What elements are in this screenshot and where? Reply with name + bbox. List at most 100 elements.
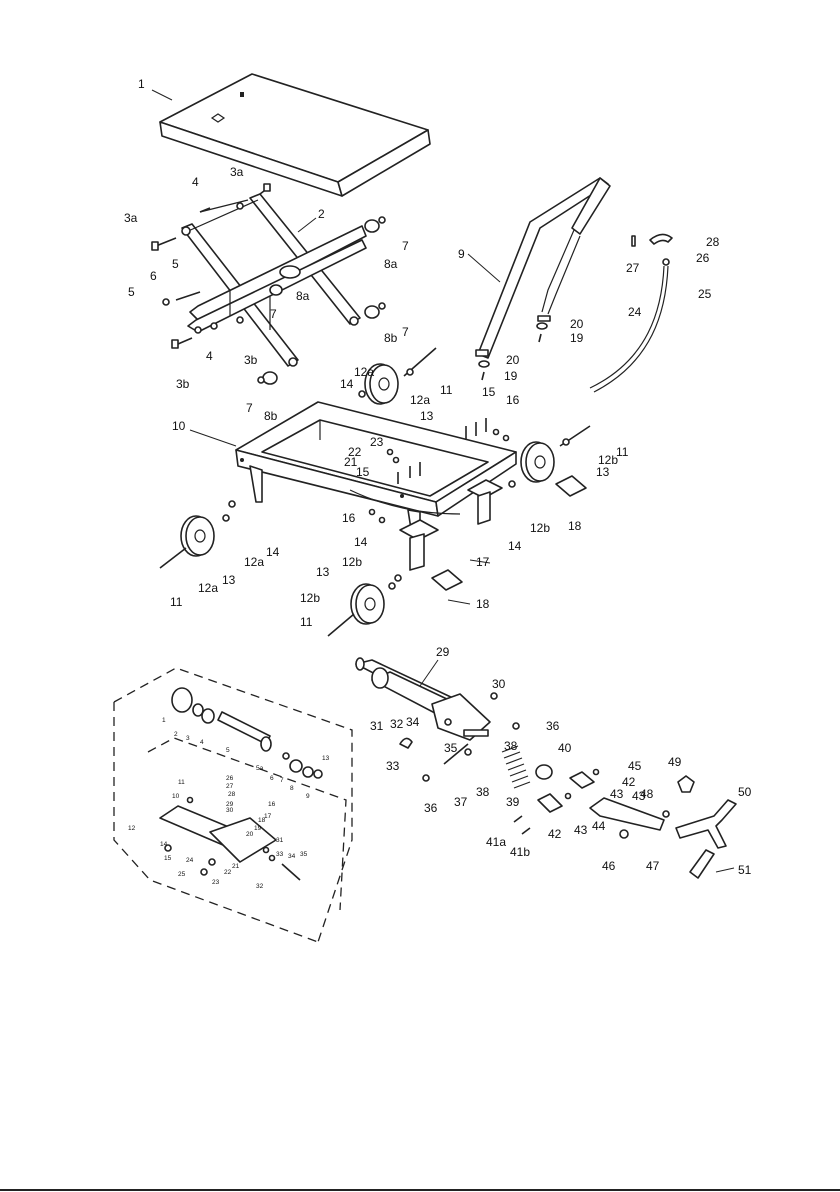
callout-41a: 41a <box>486 835 506 849</box>
callout-46: 46 <box>602 859 616 873</box>
inset-callout-19: 19 <box>254 825 262 832</box>
callout-36: 36 <box>546 719 560 733</box>
callout-38: 38 <box>476 785 490 799</box>
callout-39: 39 <box>506 795 520 809</box>
callout-19: 19 <box>570 331 584 345</box>
callout-48: 48 <box>640 787 654 801</box>
inset-callout-23: 23 <box>212 879 220 886</box>
callout-42: 42 <box>548 827 562 841</box>
callout-49: 49 <box>668 755 682 769</box>
callout-11: 11 <box>300 615 313 629</box>
callout-14: 14 <box>354 535 368 549</box>
callout-14: 14 <box>508 539 522 553</box>
callout-6: 6 <box>150 269 157 283</box>
callout-7: 7 <box>402 239 409 253</box>
inset-callout-34: 34 <box>288 853 296 860</box>
callout-36: 36 <box>424 801 438 815</box>
inset-callout-labels: 1 2 3 4 5 5a 6 7 8 9 10 11 12 13 14 15 1… <box>128 717 330 890</box>
callout-24: 24 <box>628 305 642 319</box>
inset-callout-16: 16 <box>268 801 276 808</box>
callout-26: 26 <box>696 251 710 265</box>
release-cable <box>589 233 673 393</box>
callout-23: 23 <box>370 435 384 449</box>
inset-callout-35: 35 <box>300 851 308 858</box>
inset-callout-11: 11 <box>178 779 185 786</box>
inset-callout-20: 20 <box>246 831 254 838</box>
callout-44: 44 <box>592 819 606 833</box>
callout-13: 13 <box>316 565 330 579</box>
base-frame <box>235 401 517 549</box>
callout-29: 29 <box>436 645 450 659</box>
callout-41b: 41b <box>510 845 530 859</box>
wheel-front-right <box>327 574 402 637</box>
inset-callout-7: 7 <box>280 777 284 784</box>
wheels-group <box>159 347 591 637</box>
inset-callout-33: 33 <box>276 851 284 858</box>
callout-5: 5 <box>128 285 135 299</box>
wheel-back-left <box>358 347 437 405</box>
inset-callout-18: 18 <box>258 817 266 824</box>
callout-40: 40 <box>558 741 572 755</box>
callout-3b: 3b <box>244 353 258 367</box>
callout-4: 4 <box>206 349 213 363</box>
inset-callout-30: 30 <box>226 807 234 814</box>
callout-51: 51 <box>738 863 752 877</box>
callout-5: 5 <box>172 257 179 271</box>
callout-37: 37 <box>454 795 468 809</box>
callout-13: 13 <box>596 465 610 479</box>
inset-callout-14: 14 <box>160 841 168 848</box>
callout-25: 25 <box>698 287 712 301</box>
inset-callout-25: 25 <box>178 871 186 878</box>
callout-16: 16 <box>506 393 520 407</box>
callout-30: 30 <box>492 677 506 691</box>
inset-callout-27: 27 <box>226 783 234 790</box>
callout-16: 16 <box>342 511 356 525</box>
callout-12b: 12b <box>530 521 550 535</box>
callout-10: 10 <box>172 419 186 433</box>
inset-callout-1: 1 <box>162 717 166 724</box>
frame-bolts <box>368 418 510 524</box>
detail-inset-box <box>113 667 353 943</box>
callout-35: 35 <box>444 741 458 755</box>
callout-11: 11 <box>440 383 453 397</box>
callout-43: 43 <box>632 789 646 803</box>
callout-9: 9 <box>458 247 465 261</box>
callout-47: 47 <box>646 859 660 873</box>
callout-45: 45 <box>628 759 642 773</box>
callout-42: 42 <box>622 775 636 789</box>
inset-callout-3: 3 <box>186 735 190 742</box>
callout-32: 32 <box>390 717 404 731</box>
callout-8b: 8b <box>384 331 398 345</box>
callout-14: 14 <box>340 377 354 391</box>
wheel-back-right <box>508 425 591 488</box>
callout-15: 15 <box>482 385 496 399</box>
callout-2: 2 <box>318 207 325 221</box>
inset-callout-5a: 5a <box>256 765 264 772</box>
callout-43: 43 <box>574 823 588 837</box>
inset-callout-9: 9 <box>306 793 310 800</box>
callout-17: 17 <box>476 555 490 569</box>
inset-callout-32: 32 <box>256 883 264 890</box>
inset-callout-28: 28 <box>228 791 236 798</box>
inset-callout-5: 5 <box>226 747 230 754</box>
pump-small-parts <box>399 692 553 789</box>
inset-callout-24: 24 <box>186 857 194 864</box>
caster-brackets <box>399 475 587 591</box>
callout-20: 20 <box>506 353 520 367</box>
inset-callout-21: 21 <box>232 863 240 870</box>
table-top-part <box>159 73 431 197</box>
callout-8a: 8a <box>296 289 310 303</box>
callout-31: 31 <box>370 719 384 733</box>
callout-3a: 3a <box>124 211 138 225</box>
callout-38: 38 <box>504 739 518 753</box>
scissor-small-parts <box>151 183 386 385</box>
callout-33: 33 <box>386 759 400 773</box>
wheel-front-left <box>159 500 236 569</box>
callout-11: 11 <box>616 445 629 459</box>
callout-13: 13 <box>420 409 434 423</box>
callout-12a: 12a <box>354 365 374 379</box>
inset-callout-22: 22 <box>224 869 232 876</box>
inset-callout-2: 2 <box>174 731 178 738</box>
inset-parts <box>159 687 323 881</box>
